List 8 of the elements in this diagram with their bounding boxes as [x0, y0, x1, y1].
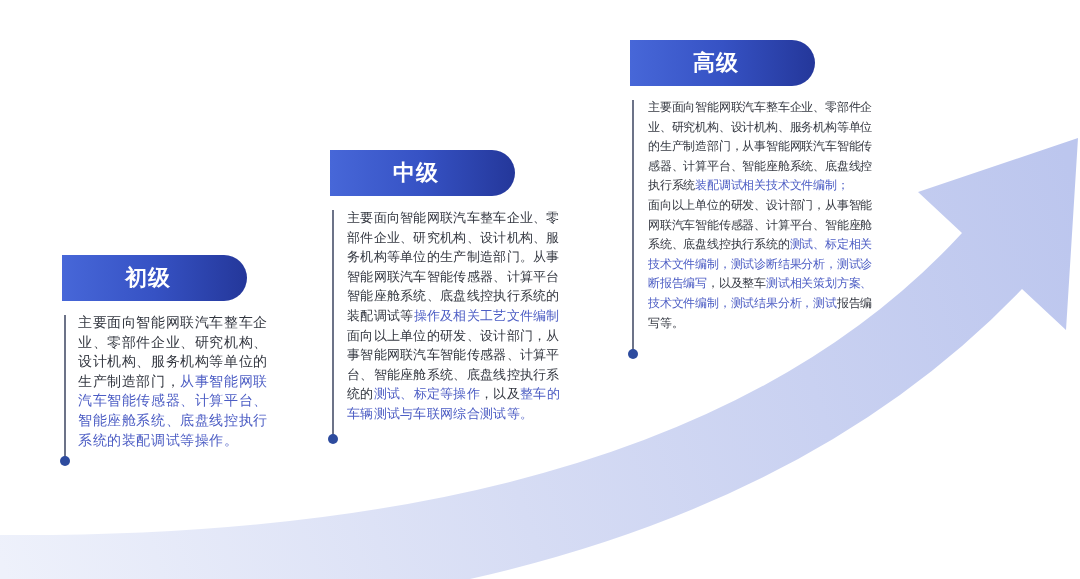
- level-heading-band: 高级: [630, 40, 815, 86]
- description-text: 面向以上单位的研发、设计部门，从事智能网联汽车智能传感器、计算平台、智能座舱系统、底盘线控执行系统的测试、标定相关技术文件编制，测试诊断结果分析，测试诊断报告编写，以及整车测试相关策划方案、技术文件编制，测试结果分析，测试报告编写等。: [648, 196, 874, 332]
- description-text: 主要面向智能网联汽车整车企业、零部件企业、研究机构、设计机构、服务机构等单位的生产制造部门，从事智能网联汽车智能传感器、计算平台、智能座舱系统、底盘线控执行系统装配调试相关技术文件编制；: [648, 99, 874, 195]
- description-text: 主要面向智能网联汽车整车企业、零部件企业、研究机构、设计机构、服务机构等单位的生产制造部门。从事智能网联汽车智能传感器、计算平台智能座舱系统、底盘线控执行系统的装配调试等操作及相关工艺文件编制: [347, 209, 561, 325]
- description-text: 面向以上单位的研发、设计部门，从事智能网联汽车智能传感器、计算平台、智能座舱系统、底盘线控执行系统的测试、标定等操作，以及整车的车辆测试与车联网综合测试等。: [347, 326, 561, 423]
- level-heading-band: 初级: [62, 255, 247, 301]
- description-text: 主要面向智能网联汽车整车企业、零部件企业、研究机构、设计机构、服务机构等单位的生产制造部门，从事智能网联汽车智能传感器、计算平台、智能座舱系统、底盘线控执行系统的装配调试等操作。: [78, 313, 268, 450]
- level-heading-band: 中级: [330, 150, 515, 196]
